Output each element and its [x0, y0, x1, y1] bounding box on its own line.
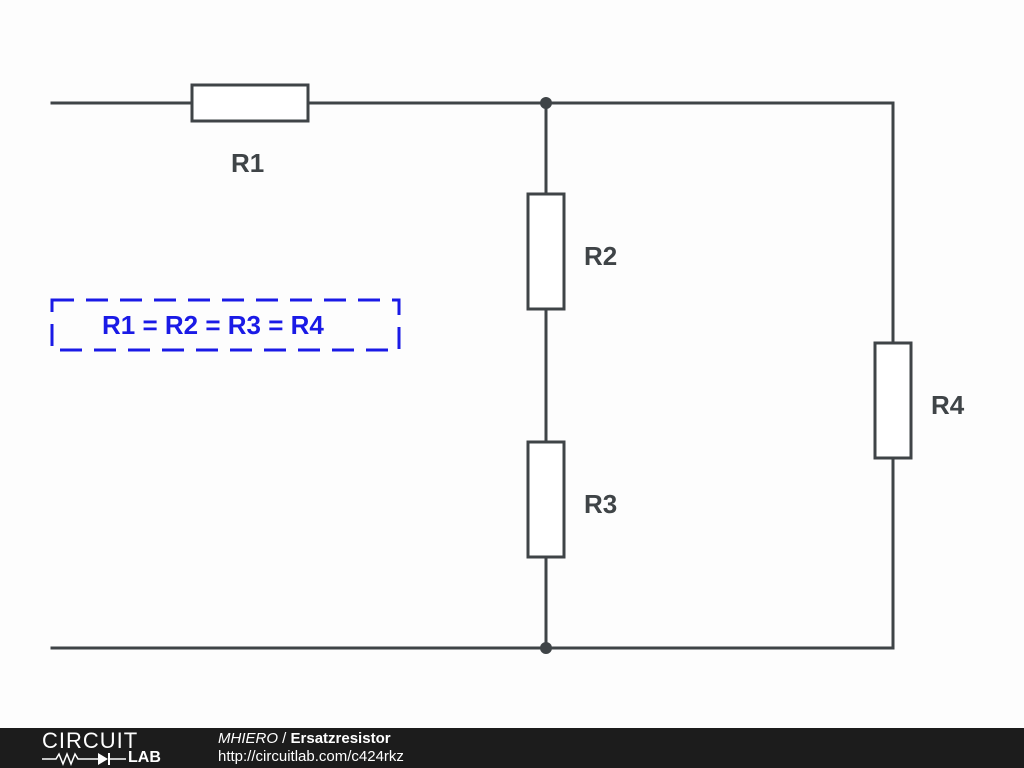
junction-bottom [540, 642, 552, 654]
resistor-r4[interactable] [873, 341, 913, 460]
circuit-info: MHIERO / Ersatzresistor http://circuitla… [218, 730, 404, 766]
resistor-r3[interactable] [526, 440, 566, 559]
title-separator: / [278, 730, 291, 747]
note-box[interactable] [50, 298, 401, 352]
circuit-schematic: R1 R2 R3 R4 R1 = R2 = R3 = R4 [50, 83, 965, 654]
author-name[interactable]: MHIERO [218, 730, 278, 747]
resistor-r1[interactable] [190, 83, 310, 123]
circuit-title[interactable]: Ersatzresistor [290, 730, 391, 747]
label-r3: R3 [584, 489, 617, 519]
resistor-diode-icon [42, 751, 126, 766]
resistor-r2[interactable] [526, 192, 566, 311]
footer-bar: CIRCUIT LAB MHIERO / Ersatzresistor http… [0, 728, 1024, 768]
label-r4: R4 [931, 390, 965, 420]
junction-top [540, 97, 552, 109]
logo-wordmark-bottom: LAB [128, 749, 161, 766]
logo-wordmark-top: CIRCUIT [42, 728, 139, 753]
circuitlab-logo[interactable]: CIRCUIT LAB [42, 730, 182, 766]
label-r2: R2 [584, 241, 617, 271]
circuit-url-link[interactable]: http://circuitlab.com/c424rkz [218, 748, 404, 765]
label-r1: R1 [231, 148, 264, 178]
note-text: R1 = R2 = R3 = R4 [102, 310, 324, 340]
